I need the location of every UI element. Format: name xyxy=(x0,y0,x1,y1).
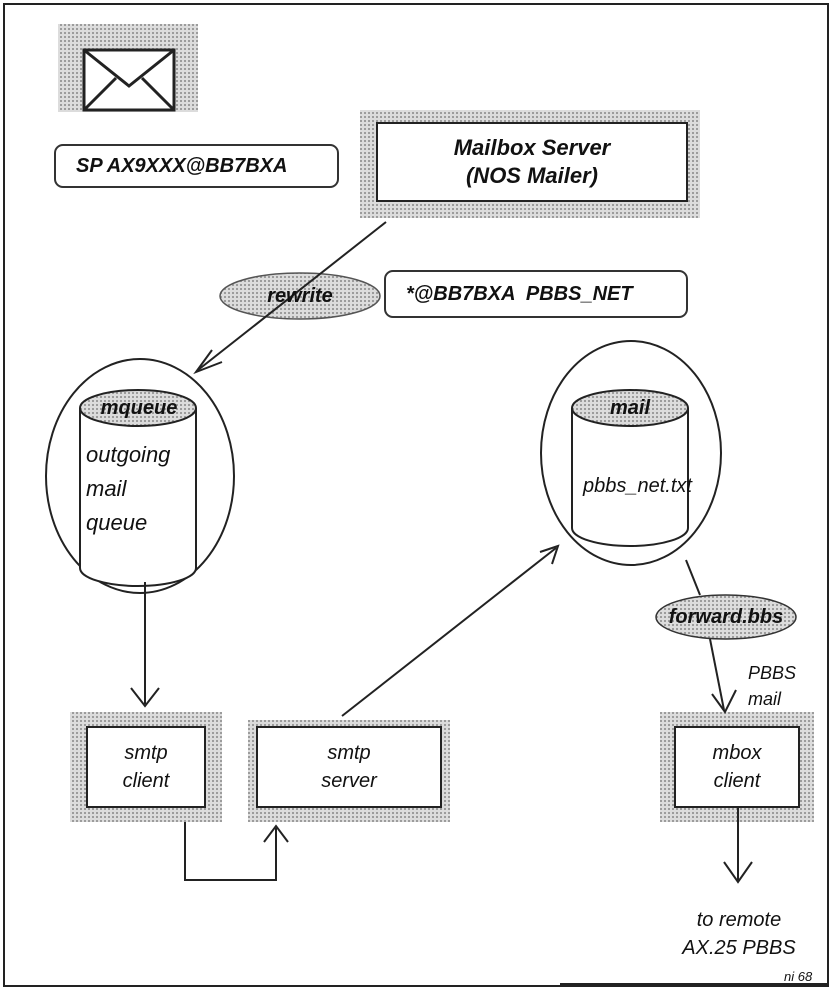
arrowhead-server xyxy=(263,824,289,843)
mqueue-description: outgoing mail queue xyxy=(86,442,171,535)
mailbox-server-title: Mailbox Server xyxy=(453,135,611,160)
forward-oval xyxy=(655,594,797,640)
destination-label: to remote AX.25 PBBS xyxy=(682,909,796,959)
flow-arrows xyxy=(130,221,753,884)
rewrite-rule-text: *@BB7BXA PBBS_NET xyxy=(406,282,633,305)
arrowhead-mail xyxy=(539,544,560,565)
mailbox-server-subtitle: (NOS Mailer) xyxy=(465,163,599,188)
mail-file-name: pbbs_net.txt xyxy=(583,475,692,497)
forward-label: forward.bbs xyxy=(668,605,784,628)
arrowhead-remote xyxy=(723,861,753,884)
footer-code: ni 68 xyxy=(784,969,813,984)
envelope-icon xyxy=(82,48,176,112)
mail-title: mail xyxy=(609,396,651,419)
rewrite-rule-label: *@BB7BXA PBBS_NET xyxy=(384,270,688,318)
rewrite-oval xyxy=(219,272,381,320)
source-address-label: SP AX9XXX@BB7BXA xyxy=(54,144,339,188)
mqueue-title: mqueue xyxy=(100,396,178,419)
arrowhead-mbox xyxy=(711,689,737,714)
arrowhead-mqueue xyxy=(193,349,223,375)
arrowhead-client xyxy=(130,687,160,708)
mqueue-cylinder xyxy=(79,389,197,587)
source-address-text: SP AX9XXX@BB7BXA xyxy=(76,154,288,177)
rewrite-label: rewrite xyxy=(222,276,378,316)
forward-note: PBBS mail xyxy=(748,663,797,709)
arrow-server-to-mqueue xyxy=(197,221,387,371)
rewrite-text: rewrite xyxy=(267,284,333,307)
arrow-server-to-mail xyxy=(341,547,557,717)
arrow-mail-to-forward xyxy=(685,559,701,596)
arrow-forward-to-mbox xyxy=(709,638,725,711)
mbox-client-box: mbox client xyxy=(674,726,800,808)
mail-cylinder xyxy=(571,389,689,547)
arrow-client-to-server xyxy=(184,822,277,881)
smtp-server-box: smtp server xyxy=(256,726,442,808)
mailbox-server-box: Mailbox Server (NOS Mailer) xyxy=(376,122,688,202)
outer-frame xyxy=(3,3,829,987)
smtp-client-box: smtp client xyxy=(86,726,206,808)
